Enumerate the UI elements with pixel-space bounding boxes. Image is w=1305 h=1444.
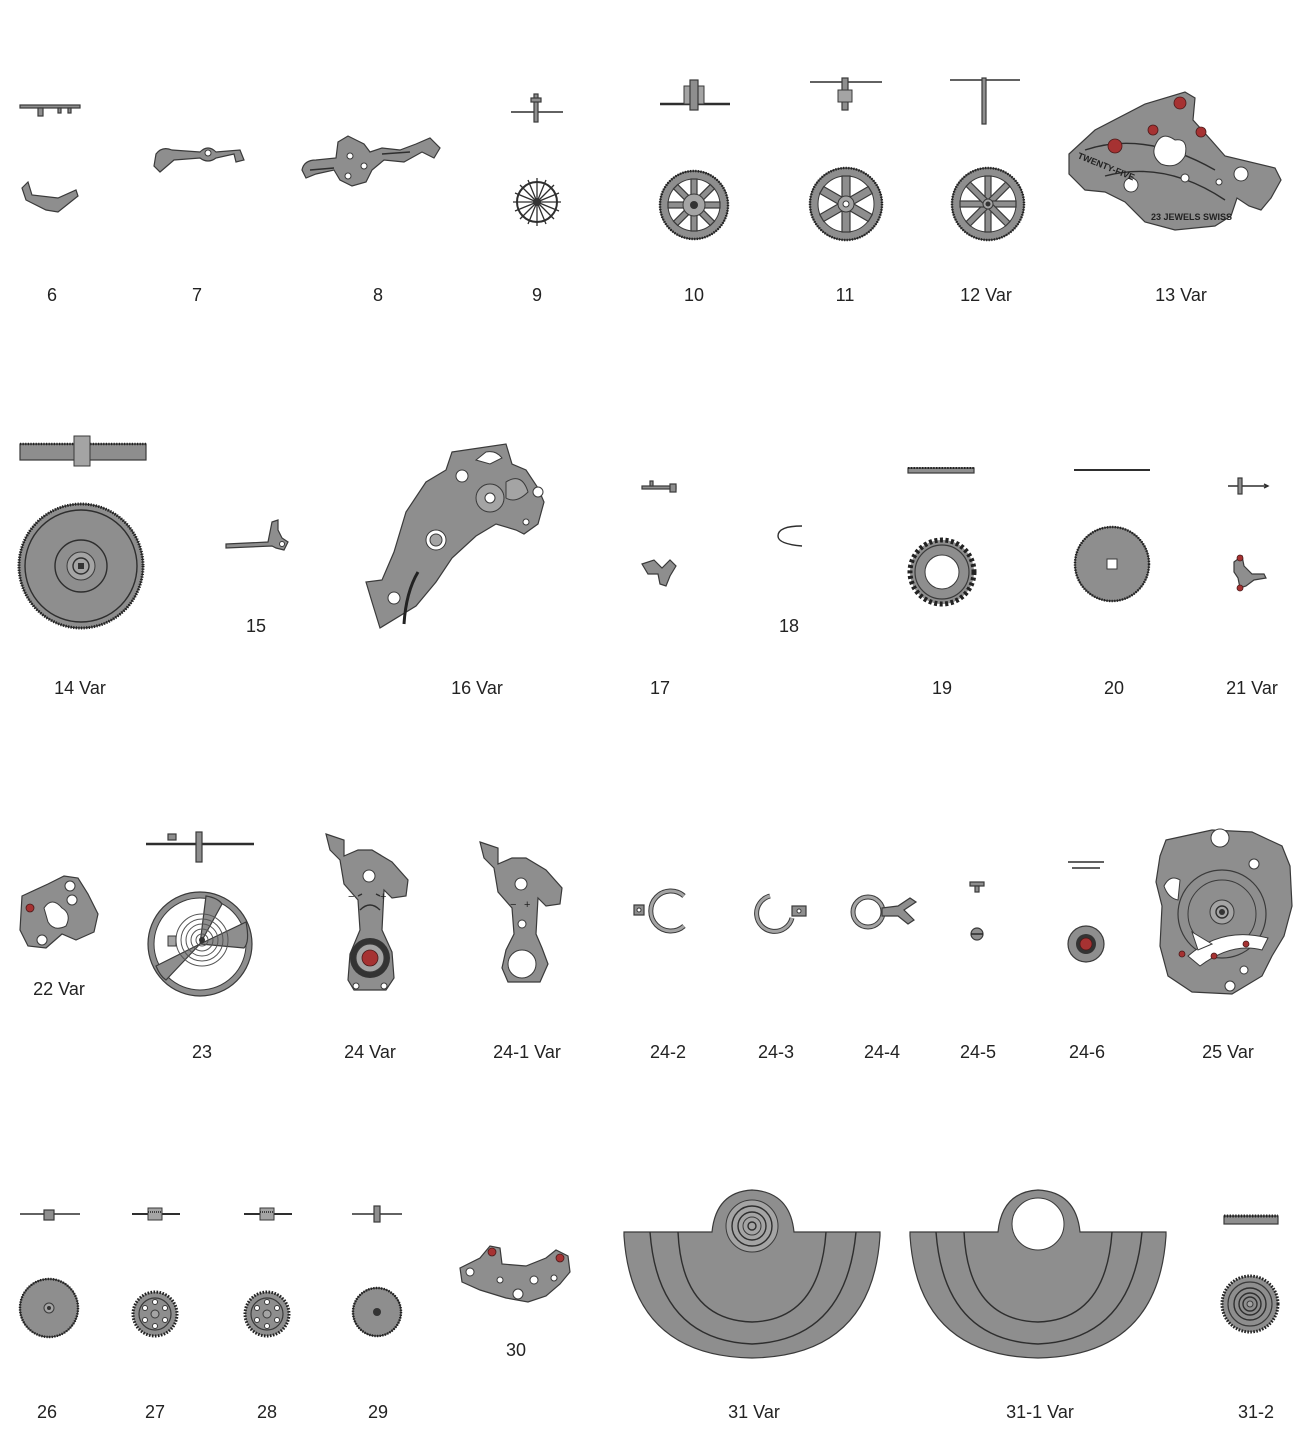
part-11-drawing xyxy=(808,76,884,244)
part-27-drawing xyxy=(130,1204,182,1340)
part-31-label: 31 Var xyxy=(728,1402,780,1422)
part-8-label: 8 xyxy=(372,285,384,305)
part-21-label: 21 Var xyxy=(1226,678,1278,698)
part-31-2-label: 31-2 xyxy=(1237,1402,1275,1422)
part-28-label: 28 xyxy=(256,1402,278,1422)
part-21-drawing xyxy=(1226,474,1272,598)
part-24-4-drawing xyxy=(850,894,920,930)
part-22-drawing xyxy=(18,874,102,952)
part-23-label: 23 xyxy=(191,1042,213,1062)
part-24-1-drawing: − + xyxy=(476,838,566,986)
part-22-label: 22 Var xyxy=(33,979,85,999)
part-24-2-label: 24-2 xyxy=(649,1042,687,1062)
part-14-drawing xyxy=(17,435,148,630)
part-15-drawing xyxy=(222,516,292,556)
part-25-drawing xyxy=(1152,826,1297,998)
part-24-5-drawing xyxy=(966,878,988,944)
part-17-drawing xyxy=(640,478,684,594)
part-20-label: 20 xyxy=(1103,678,1125,698)
part-27-label: 27 xyxy=(144,1402,166,1422)
part-31-1-label: 31-1 Var xyxy=(1006,1402,1074,1422)
part-7-drawing xyxy=(150,140,250,180)
part-6-label: 6 xyxy=(46,285,58,305)
part-24-2-drawing xyxy=(632,888,692,936)
part-10-drawing xyxy=(658,78,732,243)
part-15-label: 15 xyxy=(245,616,267,636)
svg-text:−: − xyxy=(510,899,516,911)
part-29-drawing xyxy=(350,1202,406,1342)
svg-text:+: + xyxy=(380,891,386,903)
part-11-label: 11 xyxy=(835,285,855,305)
part-17-label: 17 xyxy=(649,678,671,698)
part-30-drawing xyxy=(456,1242,574,1306)
part-25-label: 25 Var xyxy=(1202,1042,1254,1062)
part-31-1-drawing xyxy=(908,1188,1168,1360)
part-24-1-label: 24-1 Var xyxy=(493,1042,561,1062)
part-8-drawing xyxy=(300,130,445,190)
part-24-6-label: 24-6 xyxy=(1068,1042,1106,1062)
part-26-label: 26 xyxy=(36,1402,58,1422)
svg-text:−: − xyxy=(348,891,354,903)
part-24-6-drawing xyxy=(1064,858,1108,968)
bridge-engraving-jewels: 23 JEWELS SWISS xyxy=(1151,212,1232,222)
part-19-label: 19 xyxy=(931,678,953,698)
part-18-drawing xyxy=(774,522,806,550)
part-31-2-drawing xyxy=(1220,1210,1282,1340)
part-31-drawing xyxy=(622,1188,882,1360)
part-7-label: 7 xyxy=(191,285,203,305)
svg-text:+: + xyxy=(524,899,530,911)
part-18-label: 18 xyxy=(778,616,800,636)
part-26-drawing xyxy=(18,1206,82,1342)
part-10-label: 10 xyxy=(683,285,705,305)
part-29-label: 29 xyxy=(367,1402,389,1422)
part-12-drawing xyxy=(948,76,1026,244)
part-24-drawing: − + xyxy=(322,830,412,995)
part-24-4-label: 24-4 xyxy=(863,1042,901,1062)
part-28-drawing xyxy=(242,1204,294,1340)
part-19-drawing xyxy=(906,464,978,609)
part-14-label: 14 Var xyxy=(54,678,106,698)
part-9-label: 9 xyxy=(531,285,543,305)
part-16-label: 16 Var xyxy=(451,678,503,698)
part-24-label: 24 Var xyxy=(344,1042,396,1062)
part-6-drawing xyxy=(18,100,88,220)
part-24-3-drawing xyxy=(752,892,812,934)
part-13-drawing: TWENTY-FIVE 23 JEWELS SWISS xyxy=(1065,90,1285,235)
part-13-label: 13 Var xyxy=(1155,285,1207,305)
part-16-drawing xyxy=(365,442,551,632)
part-12-label: 12 Var xyxy=(960,285,1012,305)
part-24-5-label: 24-5 xyxy=(959,1042,997,1062)
part-23-drawing xyxy=(146,830,258,1000)
part-24-3-label: 24-3 xyxy=(757,1042,795,1062)
part-30-label: 30 xyxy=(505,1340,527,1360)
part-20-drawing xyxy=(1072,466,1152,606)
part-9-drawing xyxy=(505,88,569,238)
